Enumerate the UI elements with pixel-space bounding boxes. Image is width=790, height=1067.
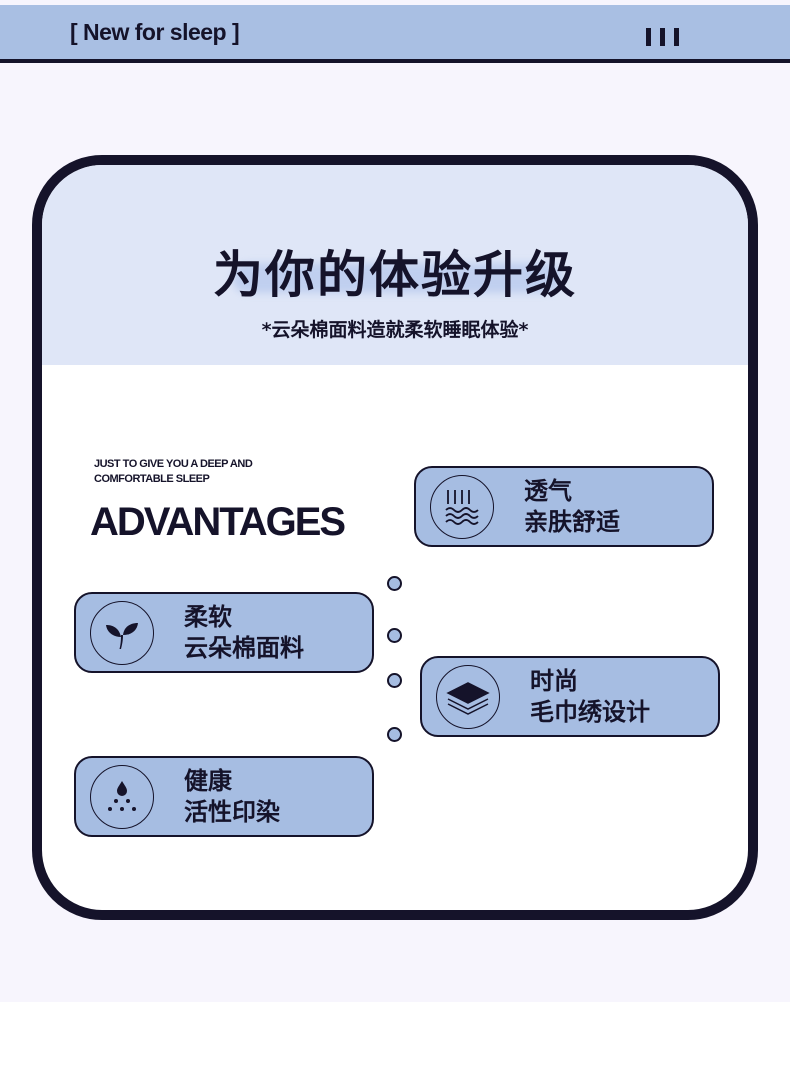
feature-title: 柔软 (184, 603, 232, 631)
advantages-heading: ADVANTAGES (90, 500, 346, 544)
tagline-line-2: COMFORTABLE SLEEP (94, 473, 210, 485)
feature-stylish: 时尚毛巾绣设计 (420, 656, 720, 737)
feature-soft: 柔软云朵棉面料 (74, 592, 374, 673)
tagline-line-1: JUST TO GIVE YOU A DEEP AND (94, 458, 253, 470)
connector-dot (387, 727, 402, 742)
feature-title: 透气 (524, 477, 572, 505)
three-bars-icon[interactable] (646, 28, 679, 46)
card-title: 为你的体验升级 (213, 246, 577, 304)
feature-desc: 活性印染 (184, 798, 280, 826)
tagline: JUST TO GIVE YOU A DEEP AND COMFORTABLE … (94, 457, 253, 487)
feature-desc: 云朵棉面料 (184, 634, 304, 662)
layers-icon (436, 665, 500, 729)
brush-stroke-decoration (232, 263, 562, 293)
sprout-icon (90, 601, 154, 665)
dye-drop-icon (90, 765, 154, 829)
card-subtitle: *云朵棉面料造就柔软睡眠体验* (261, 319, 529, 341)
connector-dot (387, 628, 402, 643)
feature-breathable: 透气亲肤舒适 (414, 466, 714, 547)
header-bar: [ New for sleep ] (0, 5, 790, 63)
connector-dot (387, 576, 402, 591)
connector-dot (387, 673, 402, 688)
breathable-waves-icon (430, 475, 494, 539)
feature-title: 时尚 (530, 667, 578, 695)
feature-desc: 亲肤舒适 (524, 508, 620, 536)
header-title: [ New for sleep ] (70, 19, 240, 45)
feature-desc: 毛巾绣设计 (530, 698, 650, 726)
feature-healthy: 健康活性印染 (74, 756, 374, 837)
feature-title: 健康 (184, 767, 232, 795)
